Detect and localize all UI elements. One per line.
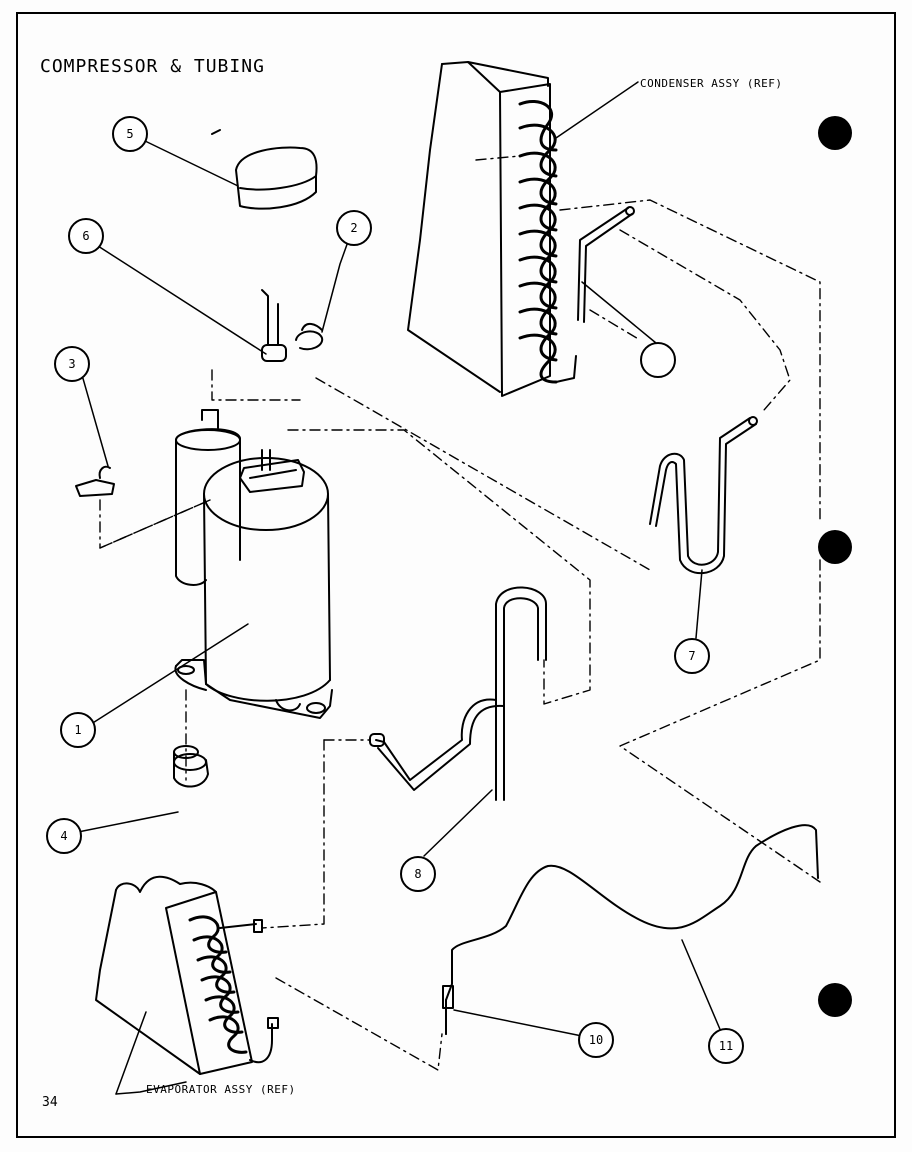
condenser-assembly [407, 61, 635, 397]
suction-tube-part [369, 586, 547, 801]
callout-7: 7 [674, 638, 710, 674]
evaporator-assembly [95, 875, 279, 1075]
connection-leaders [99, 155, 821, 1071]
callout-2: 2 [336, 210, 372, 246]
callout-11: 11 [708, 1028, 744, 1064]
compressor-body [174, 409, 333, 719]
rubber-grommet-part [173, 745, 209, 788]
discharge-tube-part [649, 416, 758, 575]
callout-leaders [77, 81, 723, 1095]
evaporator-ref-label: EVAPORATOR ASSY (REF) [146, 1083, 296, 1096]
overload-protector-part [261, 289, 324, 362]
callout-4: 4 [46, 818, 82, 854]
callout-1: 1 [60, 712, 96, 748]
terminal-cover-part [211, 129, 318, 210]
condenser-coils [518, 99, 558, 384]
evaporator-coils [188, 915, 248, 1054]
callout-5: 5 [112, 116, 148, 152]
callout-10: 10 [578, 1022, 614, 1058]
retaining-clip-part [75, 465, 115, 497]
punch-hole-top [818, 116, 852, 150]
page-border [16, 12, 896, 1138]
page-number: 34 [42, 1095, 58, 1110]
condenser-ref-label: CONDENSER ASSY (REF) [640, 77, 783, 90]
callout-3: 3 [54, 346, 90, 382]
capillary-tube-part [442, 824, 819, 1035]
punch-hole-middle [818, 530, 852, 564]
callout-6: 6 [68, 218, 104, 254]
callout-9 [640, 342, 676, 378]
punch-hole-bottom [818, 983, 852, 1017]
callout-8: 8 [400, 856, 436, 892]
diagram-title: COMPRESSOR & TUBING [40, 56, 265, 77]
